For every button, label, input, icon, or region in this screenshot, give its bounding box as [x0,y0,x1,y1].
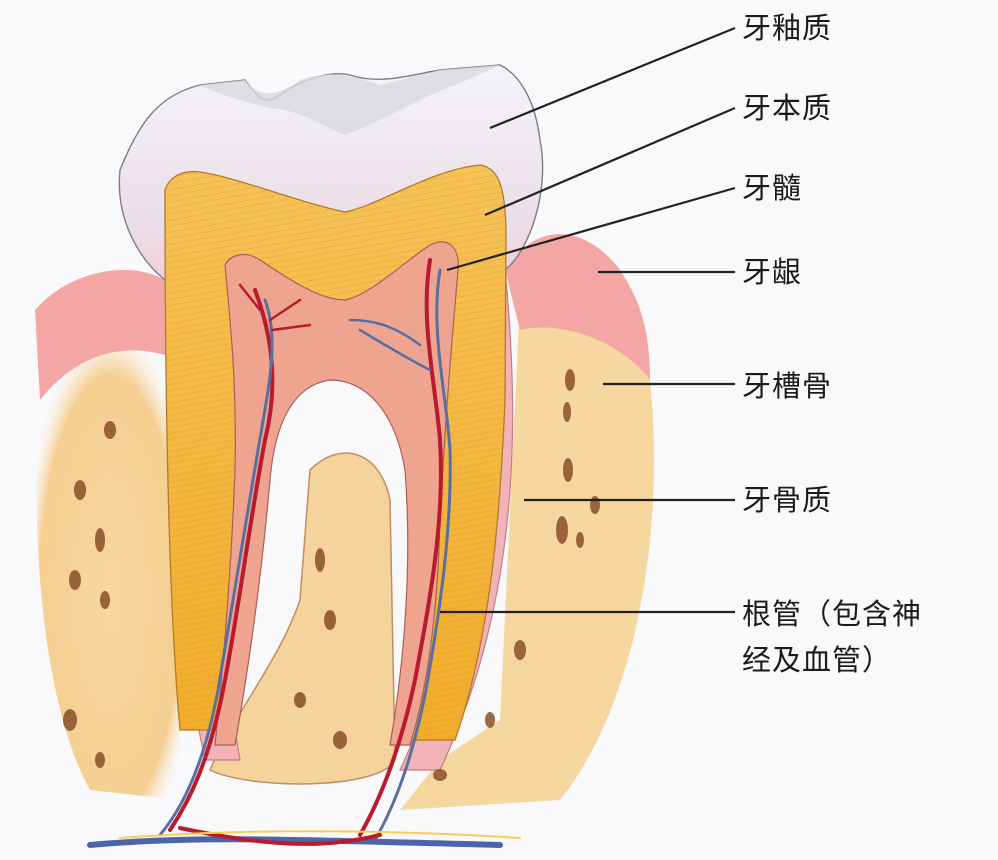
label-pulp: 牙髓 [742,171,803,205]
bone-marrow-spots [63,369,600,781]
enamel-occlusal-shadow [200,65,500,135]
label-enamel: 牙釉质 [742,11,833,45]
gum-right [505,234,650,380]
label-dentin: 牙本质 [742,91,833,125]
label-cementum: 牙骨质 [742,483,833,517]
label-gum: 牙龈 [742,255,803,289]
leader-lines [440,26,736,614]
alveolar-bone-right [400,300,655,810]
blood-vessels [87,258,521,848]
gum-left [35,270,180,400]
label-alveolar-bone: 牙槽骨 [742,369,833,403]
inter-root-bone [209,452,396,785]
label-root-canal-line2: 经及血管） [742,643,893,677]
label-root-canal: 根管（包含神 [742,597,923,631]
alveolar-bone-left [36,343,186,800]
